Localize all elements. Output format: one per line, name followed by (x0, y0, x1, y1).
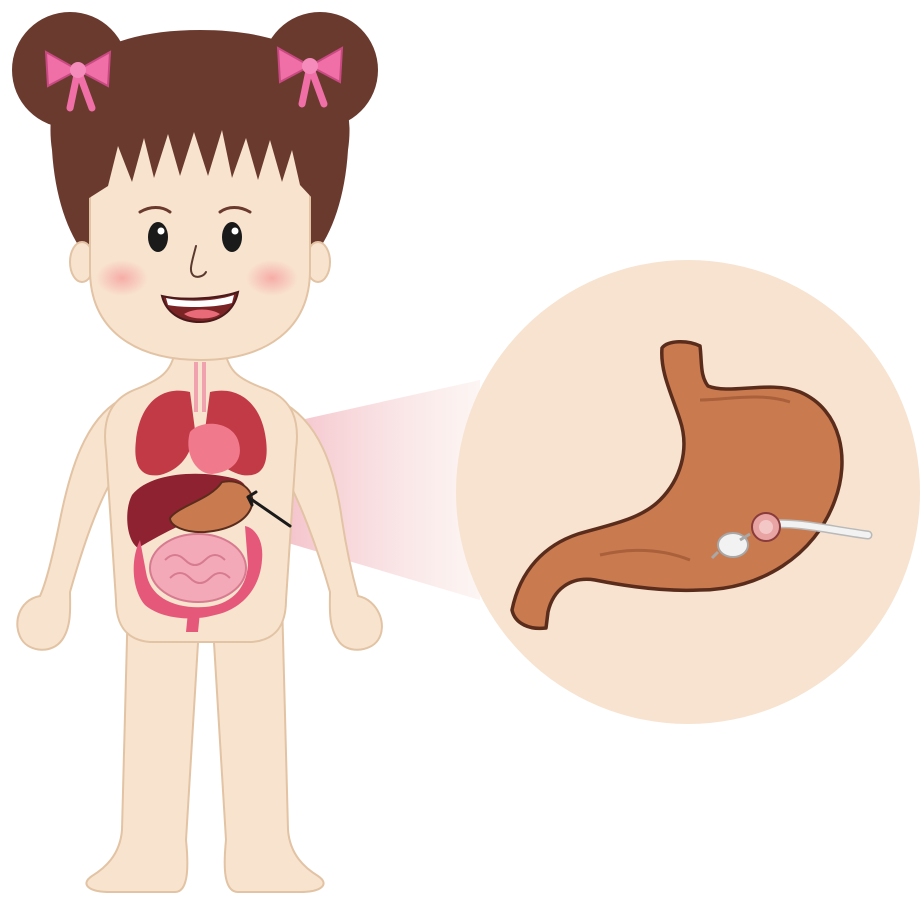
right-leg (212, 600, 324, 892)
small-intestine (150, 534, 246, 602)
eye-left (148, 222, 168, 252)
head (12, 12, 378, 360)
left-leg (86, 600, 200, 892)
eye-right (222, 222, 242, 252)
cheek-right (246, 260, 298, 296)
cheek-left (96, 260, 148, 296)
rectum (186, 612, 200, 632)
